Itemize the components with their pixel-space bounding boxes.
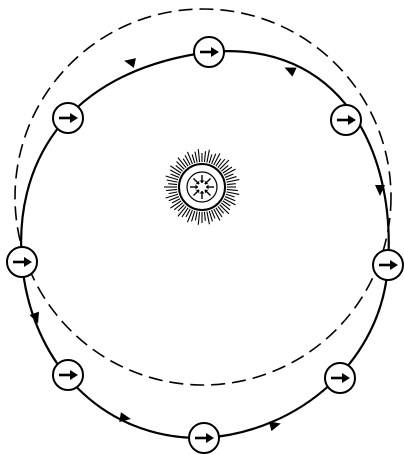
- particle-icon: [189, 423, 219, 453]
- nucleus-icon: [164, 149, 239, 225]
- direction-arrowhead-icon: [123, 56, 136, 68]
- particle-icon: [53, 103, 83, 133]
- particle-icon: [331, 105, 361, 135]
- particle-icon: [325, 363, 355, 393]
- particle-icon: [53, 360, 83, 390]
- particle-icon: [7, 247, 37, 277]
- particles: [7, 37, 403, 453]
- particle-icon: [194, 37, 224, 67]
- particle-icon: [373, 250, 403, 280]
